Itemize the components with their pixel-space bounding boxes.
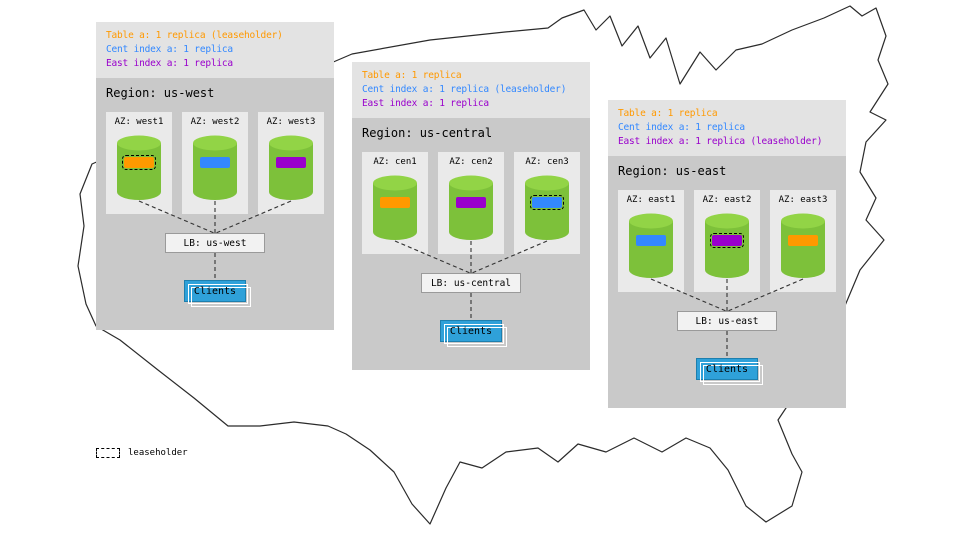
cylinder-graphic bbox=[449, 175, 493, 240]
replica-annotation-central: Table a: 1 replica Cent index a: 1 repli… bbox=[352, 62, 590, 118]
az-label: AZ: east1 bbox=[626, 195, 676, 205]
annotation-table-a: Table a: 1 replica (leaseholder) bbox=[106, 30, 283, 41]
az-label: AZ: east2 bbox=[702, 195, 752, 205]
cylinder-graphic bbox=[781, 213, 825, 278]
replica-chip bbox=[380, 197, 410, 208]
region-us-central: Table a: 1 replica Cent index a: 1 repli… bbox=[352, 62, 590, 370]
cylinder-graphic bbox=[705, 213, 749, 278]
database-cylinder bbox=[192, 135, 238, 201]
load-balancer-east: LB: us-east bbox=[677, 311, 777, 331]
az-east2: AZ: east2 bbox=[694, 190, 760, 292]
az-label: AZ: east3 bbox=[778, 195, 828, 205]
az-label: AZ: west1 bbox=[114, 117, 164, 127]
replica-chip bbox=[276, 157, 306, 168]
region-title-east: Region: us-east bbox=[618, 164, 727, 178]
cylinder-graphic bbox=[373, 175, 417, 240]
load-balancer-west: LB: us-west bbox=[165, 233, 265, 253]
database-cylinder bbox=[268, 135, 314, 201]
az-east3: AZ: east3 bbox=[770, 190, 836, 292]
az-west3: AZ: west3 bbox=[258, 112, 324, 214]
replica-chip bbox=[530, 195, 564, 210]
cylinder-graphic bbox=[629, 213, 673, 278]
database-cylinder bbox=[780, 213, 826, 279]
az-label: AZ: west3 bbox=[266, 117, 316, 127]
replica-chip bbox=[456, 197, 486, 208]
database-cylinder bbox=[524, 175, 570, 241]
az-label: AZ: cen1 bbox=[373, 157, 417, 167]
annotation-cent-index: Cent index a: 1 replica bbox=[618, 122, 745, 133]
az-cen2: AZ: cen2 bbox=[438, 152, 504, 254]
az-label: AZ: cen3 bbox=[525, 157, 569, 167]
az-cen1: AZ: cen1 bbox=[362, 152, 428, 254]
annotation-cent-index: Cent index a: 1 replica bbox=[106, 44, 233, 55]
region-title-west: Region: us-west bbox=[106, 86, 215, 100]
database-cylinder bbox=[704, 213, 750, 279]
replica-annotation-west: Table a: 1 replica (leaseholder) Cent in… bbox=[96, 22, 334, 78]
az-row-central: AZ: cen1 AZ: cen2 AZ: cen3 bbox=[362, 152, 580, 254]
az-west2: AZ: west2 bbox=[182, 112, 248, 214]
annotation-table-a: Table a: 1 replica bbox=[362, 70, 462, 81]
cylinder-graphic bbox=[269, 135, 313, 200]
cylinder-graphic bbox=[193, 135, 237, 200]
az-east1: AZ: east1 bbox=[618, 190, 684, 292]
replica-chip bbox=[122, 155, 156, 170]
legend-label: leaseholder bbox=[128, 448, 188, 458]
region-us-west: Table a: 1 replica (leaseholder) Cent in… bbox=[96, 22, 334, 330]
az-label: AZ: west2 bbox=[190, 117, 240, 127]
annotation-table-a: Table a: 1 replica bbox=[618, 108, 718, 119]
replica-annotation-east: Table a: 1 replica Cent index a: 1 repli… bbox=[608, 100, 846, 156]
replica-chip bbox=[200, 157, 230, 168]
az-west1: AZ: west1 bbox=[106, 112, 172, 214]
region-us-east: Table a: 1 replica Cent index a: 1 repli… bbox=[608, 100, 846, 408]
database-cylinder bbox=[116, 135, 162, 201]
clients-box-west: Clients bbox=[184, 280, 246, 302]
cylinder-graphic bbox=[525, 175, 569, 240]
clients-box-central: Clients bbox=[440, 320, 502, 342]
annotation-cent-index: Cent index a: 1 replica (leaseholder) bbox=[362, 84, 567, 95]
annotation-east-index: East index a: 1 replica bbox=[106, 58, 233, 69]
az-label: AZ: cen2 bbox=[449, 157, 493, 167]
database-cylinder bbox=[448, 175, 494, 241]
leaseholder-swatch-icon bbox=[96, 448, 120, 458]
az-row-west: AZ: west1 AZ: west2 AZ: west3 bbox=[106, 112, 324, 214]
database-cylinder bbox=[628, 213, 674, 279]
annotation-east-index: East index a: 1 replica bbox=[362, 98, 489, 109]
clients-box-east: Clients bbox=[696, 358, 758, 380]
az-cen3: AZ: cen3 bbox=[514, 152, 580, 254]
replica-chip bbox=[636, 235, 666, 246]
replica-chip bbox=[788, 235, 818, 246]
region-title-central: Region: us-central bbox=[362, 126, 493, 140]
az-row-east: AZ: east1 AZ: east2 AZ: east3 bbox=[618, 190, 836, 292]
replica-chip bbox=[710, 233, 744, 248]
legend: leaseholder bbox=[96, 448, 188, 458]
annotation-east-index: East index a: 1 replica (leaseholder) bbox=[618, 136, 823, 147]
cylinder-graphic bbox=[117, 135, 161, 200]
database-cylinder bbox=[372, 175, 418, 241]
load-balancer-central: LB: us-central bbox=[421, 273, 521, 293]
